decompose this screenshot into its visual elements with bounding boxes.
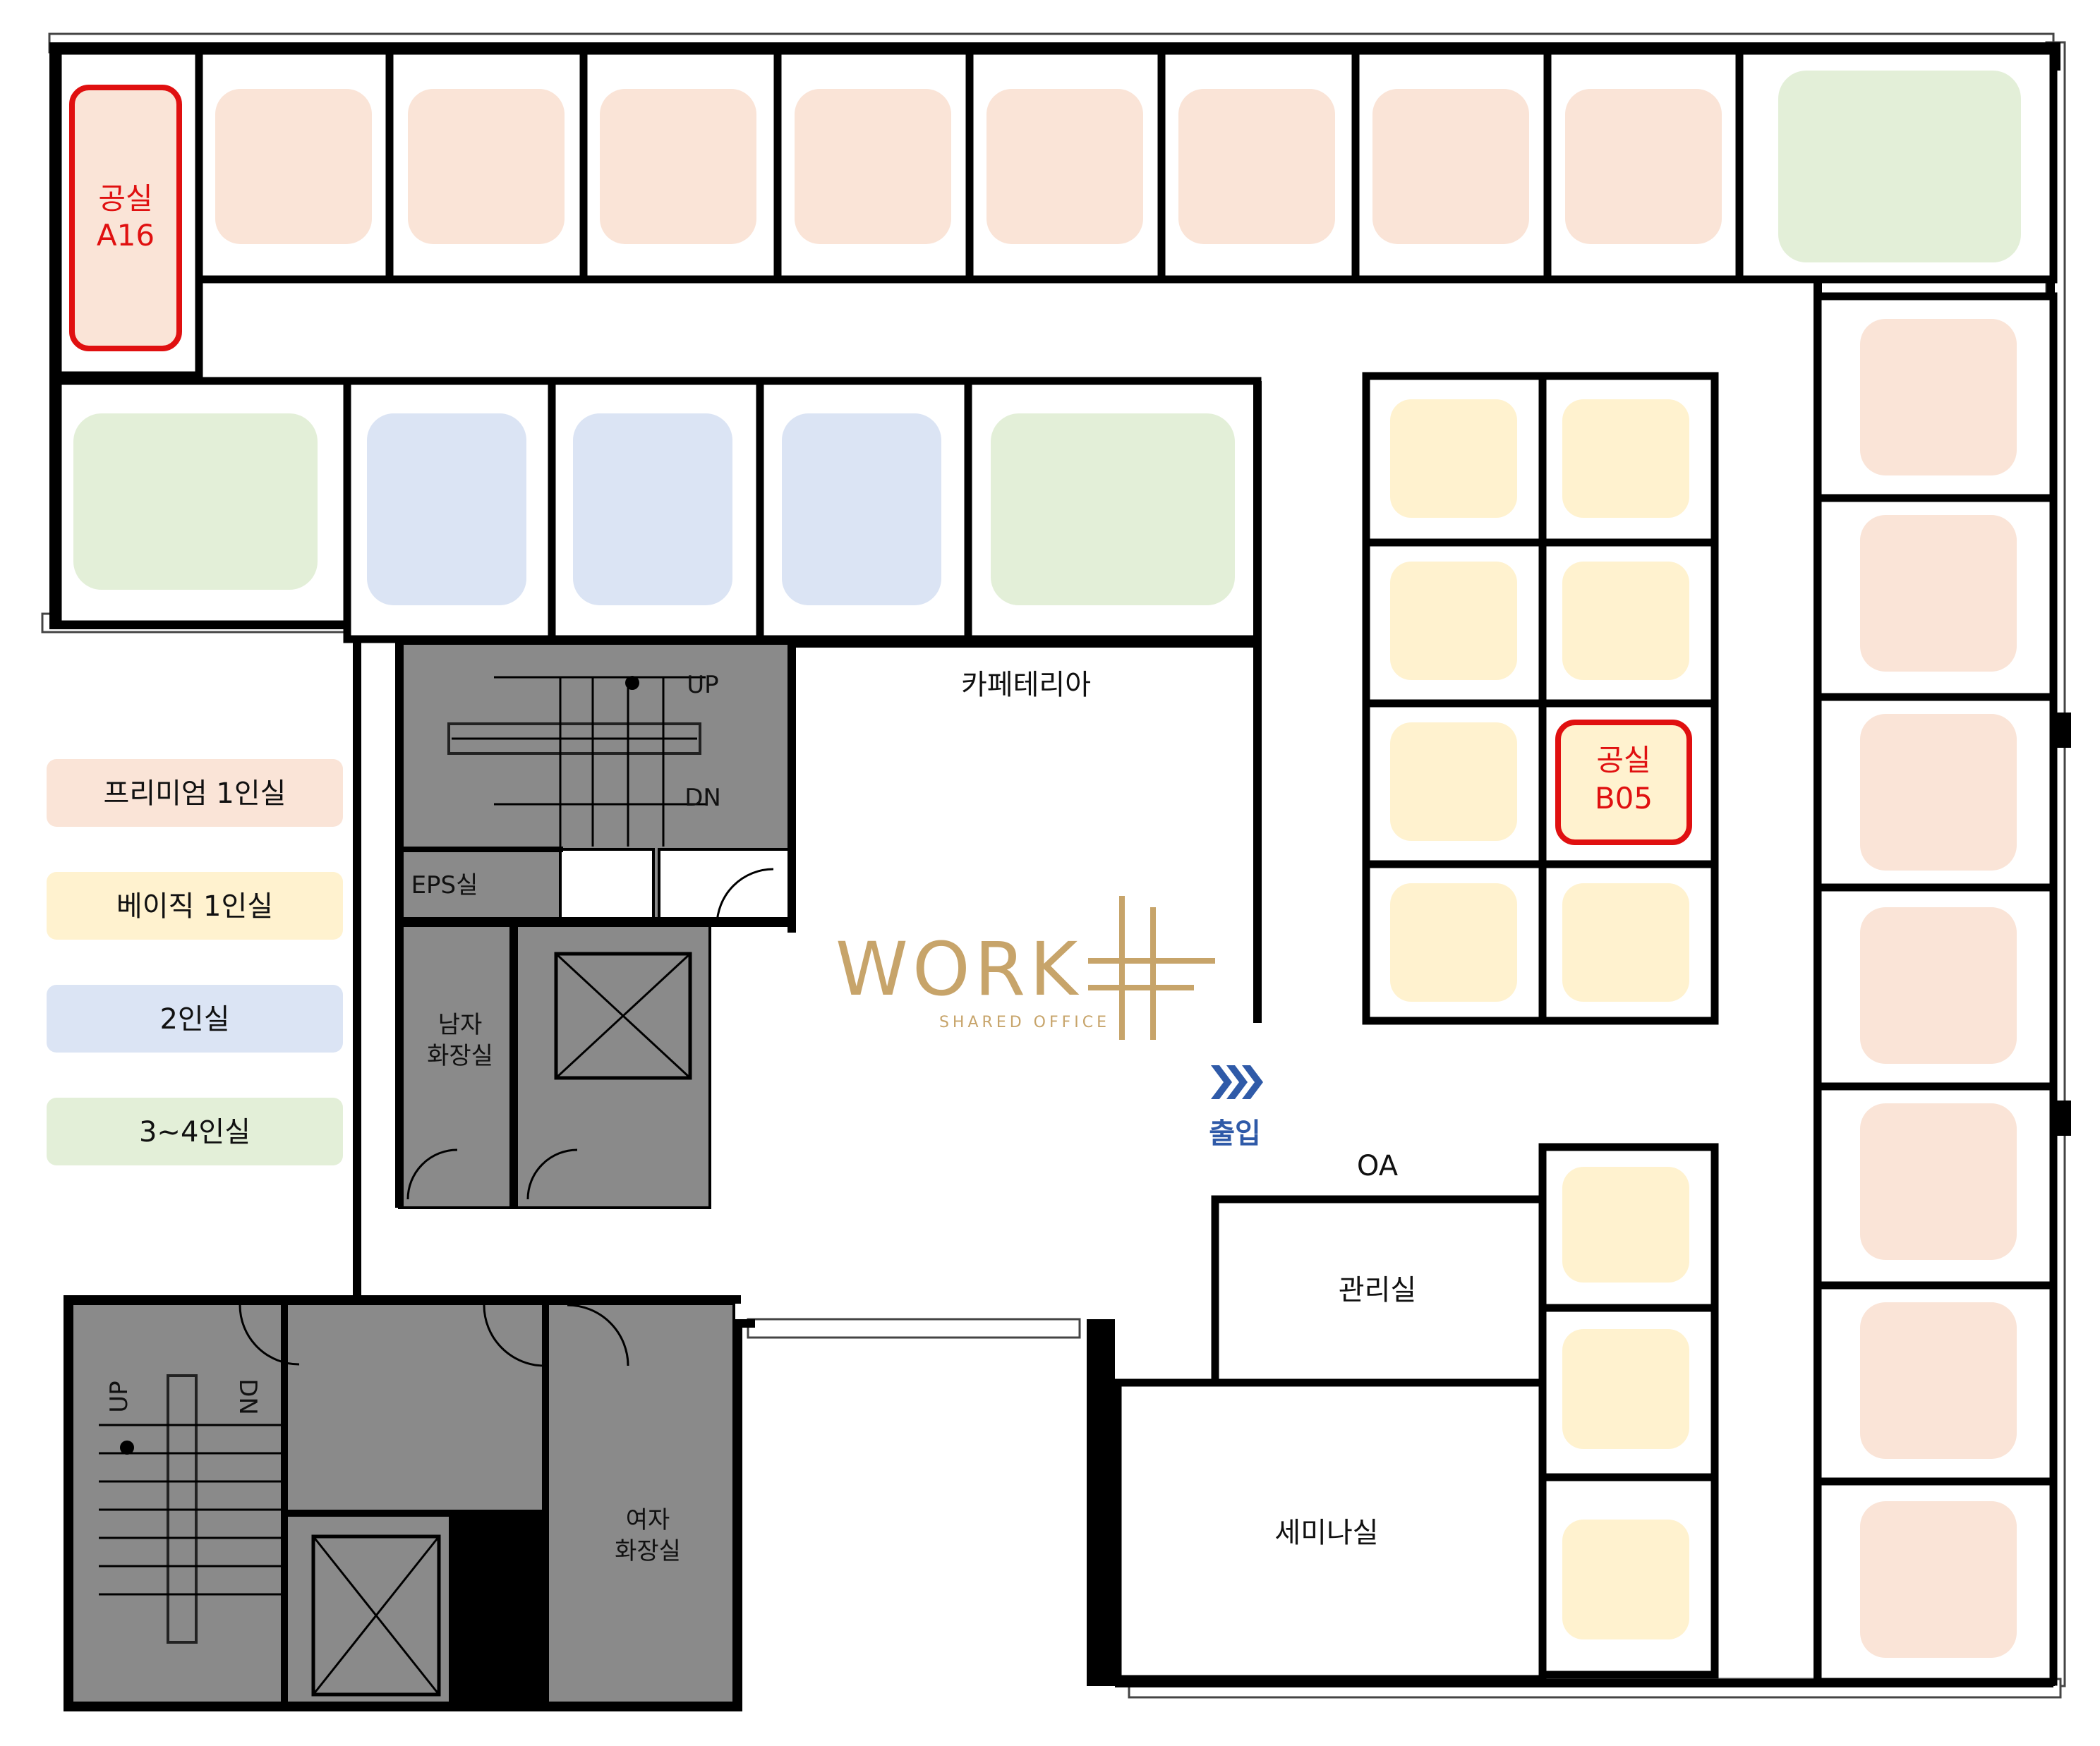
- premium-room: [795, 89, 951, 244]
- double-room: [367, 413, 526, 605]
- womens-restroom-label-1: 여자: [626, 1506, 670, 1534]
- basic-room: [1562, 399, 1689, 518]
- brand-tagline: SHARED OFFICE: [939, 1014, 1110, 1031]
- entrance-marker[interactable]: 출입: [1209, 1065, 1263, 1150]
- premium-room: [1860, 714, 2017, 871]
- legend-swatch-basic: [47, 872, 343, 940]
- stairs-dn-label: DN: [684, 784, 721, 812]
- legend-swatch-premium: [47, 759, 343, 827]
- eps-room-label: EPS실: [411, 871, 478, 899]
- lower-basic-fills: [1562, 1167, 1689, 1639]
- mens-restroom-label-2: 화장실: [427, 1042, 493, 1070]
- lower-stairs-up-label: UP: [105, 1381, 133, 1412]
- premium-room: [986, 89, 1143, 244]
- group-room: [991, 413, 1235, 605]
- basic-room: [1390, 722, 1517, 841]
- basic-grid-fills: [1390, 399, 1689, 1002]
- office-rooms: [1114, 988, 1547, 1683]
- womens-restroom-label-2: 화장실: [615, 1537, 681, 1565]
- vacancy-b05-line1: 공실: [1596, 743, 1651, 777]
- vacant-room-b05[interactable]: 공실 B05: [1555, 720, 1692, 845]
- basic-room: [1562, 562, 1689, 680]
- management-room-label: 관리실: [1339, 1274, 1416, 1307]
- group-room: [73, 413, 318, 590]
- premium-room: [215, 89, 372, 244]
- basic-room: [1390, 399, 1517, 518]
- premium-room: [1860, 1103, 2017, 1260]
- premium-room: [1178, 89, 1335, 244]
- basic-room: [1390, 562, 1517, 680]
- premium-room: [600, 89, 756, 244]
- legend-label-double: 2인실: [159, 1003, 229, 1036]
- vacancy-a16-line1: 공실: [98, 181, 152, 216]
- basic-room: [1390, 883, 1517, 1002]
- legend-label-basic: 베이직 1인실: [116, 890, 273, 923]
- brand-name: WORK: [835, 926, 1082, 1012]
- premium-room: [1860, 515, 2017, 672]
- basic-room: [1562, 883, 1689, 1002]
- seminar-room-label: 세미나실: [1274, 1517, 1378, 1549]
- basic-room: [1562, 1329, 1689, 1449]
- double-room: [782, 413, 941, 605]
- right-column-fills: [1860, 319, 2017, 1658]
- entrance-label: 출입: [1209, 1117, 1261, 1150]
- vacant-room-a16[interactable]: 공실 A16: [69, 85, 182, 351]
- chevron-right-icon: [1211, 1065, 1263, 1099]
- basic-room: [1562, 1520, 1689, 1639]
- service-core-upper: [395, 642, 796, 1209]
- premium-room: [1860, 1501, 2017, 1658]
- premium-room: [1860, 319, 2017, 475]
- vacancy-b05-line2: B05: [1595, 781, 1653, 816]
- legend: 프리미엄 1인실 베이직 1인실 2인실 3~4인실: [47, 759, 343, 1165]
- legend-label-premium: 프리미엄 1인실: [104, 777, 286, 810]
- cafeteria-label: 카페테리아: [961, 669, 1091, 701]
- legend-label-group: 3~4인실: [139, 1116, 251, 1148]
- second-row-fills: [73, 413, 1235, 605]
- double-room: [573, 413, 732, 605]
- basic-room: [1562, 1167, 1689, 1283]
- premium-room: [1860, 1302, 2017, 1459]
- stairs-up-label: UP: [687, 671, 718, 699]
- top-row-fills: [215, 71, 2021, 262]
- vacancy-a16-line2: A16: [97, 218, 155, 253]
- premium-room: [1565, 89, 1722, 244]
- oa-label: OA: [1357, 1150, 1399, 1182]
- service-core-lower: [71, 1302, 735, 1704]
- premium-room: [408, 89, 565, 244]
- group-room: [1778, 71, 2021, 262]
- brand-logo: WORK SHARED OFFICE: [835, 896, 1215, 1040]
- legend-swatch-group: [47, 1098, 343, 1165]
- premium-room: [1372, 89, 1529, 244]
- legend-swatch-double: [47, 985, 343, 1053]
- mens-restroom-label-1: 남자: [438, 1011, 483, 1039]
- premium-room: [1860, 907, 2017, 1064]
- lower-stairs-dn-label: DN: [234, 1378, 262, 1415]
